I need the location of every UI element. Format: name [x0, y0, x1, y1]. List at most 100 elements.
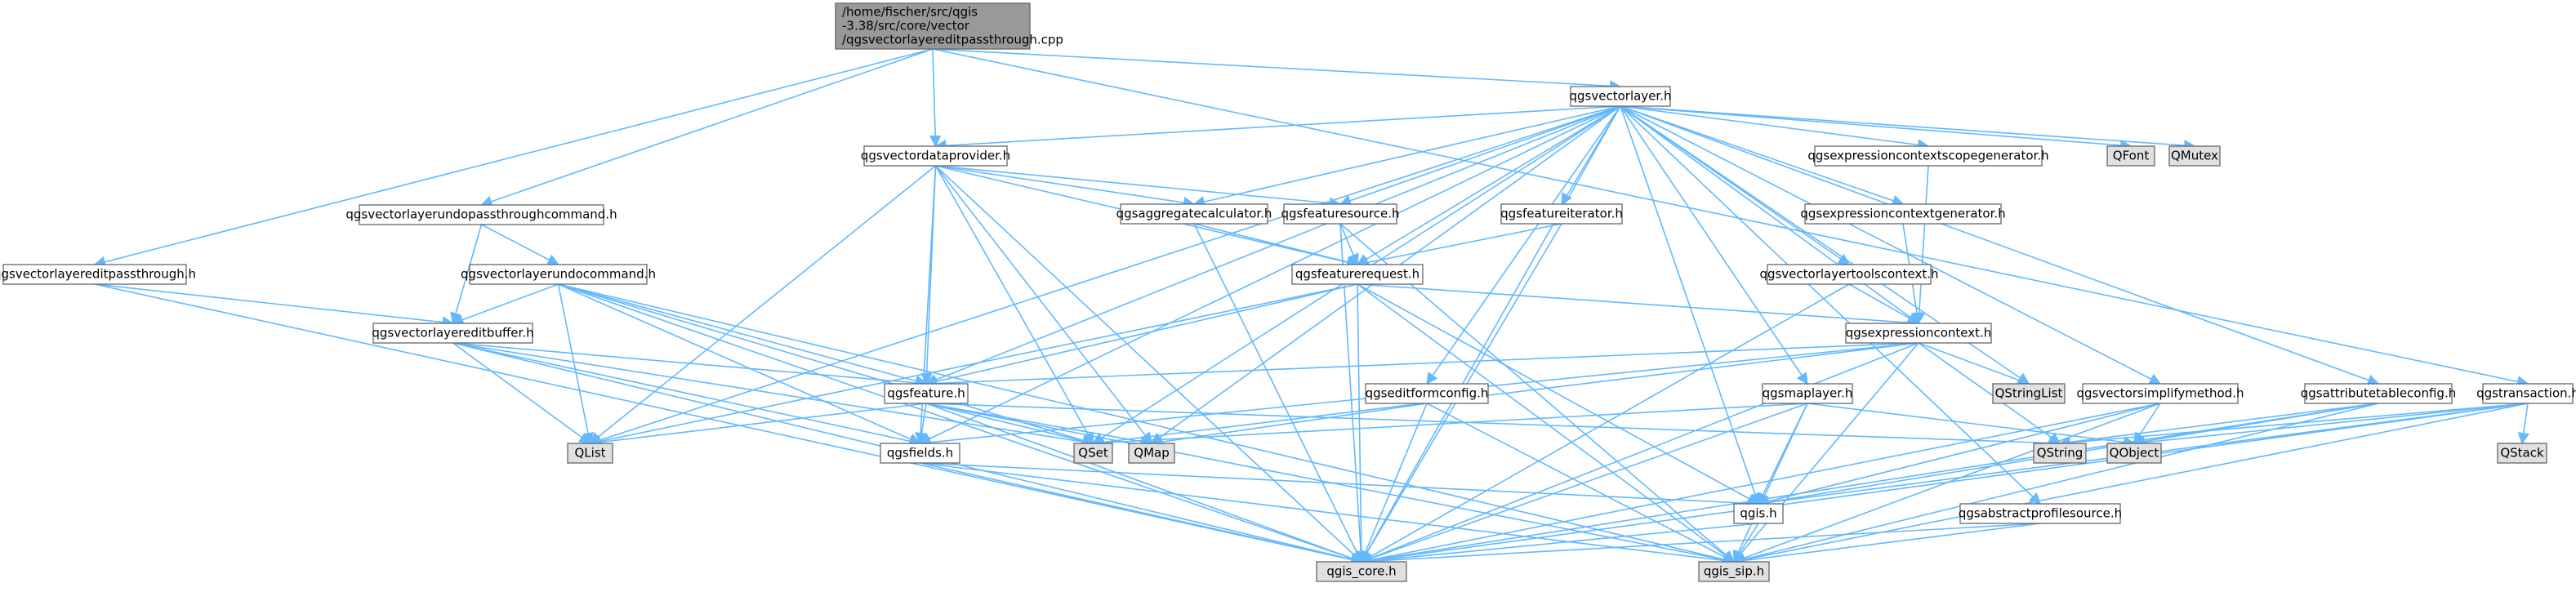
node-passthrough[interactable]: qgsvectorlayereditpassthrough.h — [0, 264, 196, 285]
node-qmutex[interactable]: QMutex — [2168, 145, 2221, 167]
edge-featreq-to-qgis — [1357, 283, 1760, 505]
node-label: qgis_core.h — [1326, 564, 1396, 580]
node-label: QStringList — [1995, 386, 2063, 401]
node-label: -3.38/src/core/vector — [842, 19, 970, 33]
node-label: qgseditformconfig.h — [1366, 386, 1489, 401]
edge-maplayer-to-qobject — [1807, 403, 2136, 448]
node-undopass[interactable]: qgsvectorlayerundopassthroughcommand.h — [345, 204, 617, 225]
node-qmap[interactable]: QMap — [1128, 443, 1175, 464]
node-box — [1120, 203, 1268, 225]
edge-dataprovider-to-aggcalc — [935, 165, 1196, 209]
node-vectorlayer[interactable]: qgsvectorlayer.h — [1570, 86, 1672, 107]
node-label: qgsvectorlayereditbuffer.h — [372, 326, 533, 341]
edge-feature-to-qmap — [925, 403, 1153, 447]
node-box — [2, 264, 187, 285]
node-simplify[interactable]: qgsvectorsimplifymethod.h — [2077, 383, 2244, 404]
edge-exprscope-to-exprctx — [1913, 165, 1929, 325]
node-exprscope[interactable]: qgsexpressioncontextscopegenerator.h — [1807, 145, 2049, 167]
node-editbuffer[interactable]: qgsvectorlayereditbuffer.h — [372, 323, 534, 344]
node-label: qgsfeaturerequest.h — [1295, 267, 1419, 282]
node-label: qgsexpressioncontext.h — [1846, 326, 1992, 341]
node-vltools[interactable]: qgsvectorlayertoolscontext.h — [1759, 264, 1939, 285]
node-featreq[interactable]: qgsfeaturerequest.h — [1291, 264, 1424, 285]
node-box — [1762, 383, 1853, 404]
node-label: qgsfeatureiterator.h — [1500, 207, 1623, 221]
node-label: qgsexpressioncontextgenerator.h — [1800, 207, 2005, 221]
node-attrtable[interactable]: qgsattributetableconfig.h — [2301, 383, 2456, 404]
node-label: qgsabstractprofilesource.h — [1959, 506, 2122, 521]
node-qset[interactable]: QSet — [1073, 443, 1113, 464]
node-fields[interactable]: qgsfields.h — [880, 443, 960, 464]
edge-exprctx-to-qset — [1092, 342, 1919, 448]
node-label: qgsvectorlayereditpassthrough.h — [0, 267, 196, 282]
edge-attrtable-to-sip — [1732, 403, 2379, 565]
edge-featsource-to-featreq — [1339, 223, 1359, 266]
node-root[interactable]: /home/fischer/src/qgis-3.38/src/core/vec… — [835, 2, 1063, 50]
node-sip[interactable]: qgis_sip.h — [1698, 561, 1770, 582]
node-box — [1073, 443, 1113, 464]
edge-passthrough-to-core — [94, 283, 1363, 566]
node-label: QStack — [2500, 446, 2544, 461]
node-featsource[interactable]: qgsfeaturesource.h — [1281, 203, 1400, 225]
edge-feature-to-qstring — [925, 403, 2061, 449]
node-exprgen[interactable]: qgsexpressioncontextgenerator.h — [1800, 203, 2006, 225]
edge-featreq-to-core — [1355, 283, 1368, 563]
edge-vltools-to-exprctx — [1848, 283, 1920, 324]
edge-transaction-to-qobject — [2133, 403, 2529, 448]
edge-attrtable-to-core — [1360, 403, 2379, 567]
edge-attrtable-to-qstring — [2058, 403, 2379, 448]
node-label: QList — [574, 446, 605, 461]
node-qstringlist[interactable]: QStringList — [1992, 383, 2066, 404]
node-qfont[interactable]: QFont — [2106, 145, 2155, 167]
edge-vectorlayer-to-maplayer — [1620, 105, 1808, 385]
node-aggcalc[interactable]: qgsaggregatecalculator.h — [1116, 203, 1272, 225]
edge-exprctx-to-qstringlist — [1918, 342, 2030, 386]
edge-editbuffer-to-qlist — [452, 342, 591, 444]
edge-transaction-to-qstring — [2058, 403, 2529, 449]
node-qgis[interactable]: qgis.h — [1733, 503, 1784, 524]
edge-featreq-to-feature — [925, 283, 1358, 388]
node-box — [2304, 383, 2453, 404]
node-label: qgis.h — [1740, 506, 1776, 521]
node-box — [1698, 561, 1770, 582]
node-label: qgsvectordataprovider.h — [861, 149, 1010, 163]
edge-vectorlayer-to-qfont — [1620, 105, 2133, 152]
node-featiter[interactable]: qgsfeatureiterator.h — [1500, 203, 1623, 225]
node-label: qgsvectorlayerundocommand.h — [461, 267, 656, 282]
node-qlist[interactable]: QList — [567, 443, 613, 464]
node-box — [1128, 443, 1175, 464]
edge-fields-to-sip — [920, 462, 1736, 567]
node-absprofile[interactable]: qgsabstractprofilesource.h — [1959, 503, 2122, 524]
node-qobject[interactable]: QObject — [2106, 443, 2162, 464]
edge-fields-to-core — [920, 462, 1363, 566]
node-label: qgsfeaturesource.h — [1281, 207, 1399, 221]
node-box — [2106, 145, 2155, 167]
edge-undocmd-to-fields — [558, 283, 921, 445]
node-box — [1992, 383, 2066, 404]
node-qstring[interactable]: QString — [2033, 443, 2087, 464]
node-exprctx[interactable]: qgsexpressioncontext.h — [1845, 323, 1992, 344]
node-box — [2106, 443, 2162, 464]
edge-root-to-vectorlayer — [932, 48, 1622, 92]
node-box — [1733, 503, 1784, 524]
node-box — [835, 2, 1031, 50]
node-core[interactable]: qgis_core.h — [1316, 561, 1407, 582]
edge-vectorlayer-to-qmutex — [1620, 105, 2196, 152]
node-label: qgsfields.h — [887, 446, 953, 461]
node-dataprovider[interactable]: qgsvectordataprovider.h — [861, 145, 1010, 167]
node-transaction[interactable]: qgstransaction.h — [2476, 383, 2576, 404]
edge-maplayer-to-sip — [1732, 403, 1808, 563]
node-box — [1845, 323, 1992, 344]
node-feature[interactable]: qgsfeature.h — [884, 383, 969, 404]
node-label: qgsvectorlayertoolscontext.h — [1759, 267, 1938, 282]
edge-vectorlayer-to-attrtable — [1620, 105, 2380, 386]
edge-vectorlayer-to-dataprovider — [934, 105, 1621, 152]
node-maplayer[interactable]: qgsmaplayer.h — [1762, 383, 1853, 404]
edge-absprofile-to-core — [1360, 523, 2041, 568]
edge-undocmd-to-editbuffer — [452, 283, 559, 326]
node-qstack[interactable]: QStack — [2497, 443, 2547, 464]
node-box — [2082, 383, 2239, 404]
node-editform[interactable]: qgseditformconfig.h — [1365, 383, 1489, 404]
node-undocmd[interactable]: qgsvectorlayerundocommand.h — [461, 264, 656, 285]
node-label: QFont — [2113, 149, 2150, 163]
